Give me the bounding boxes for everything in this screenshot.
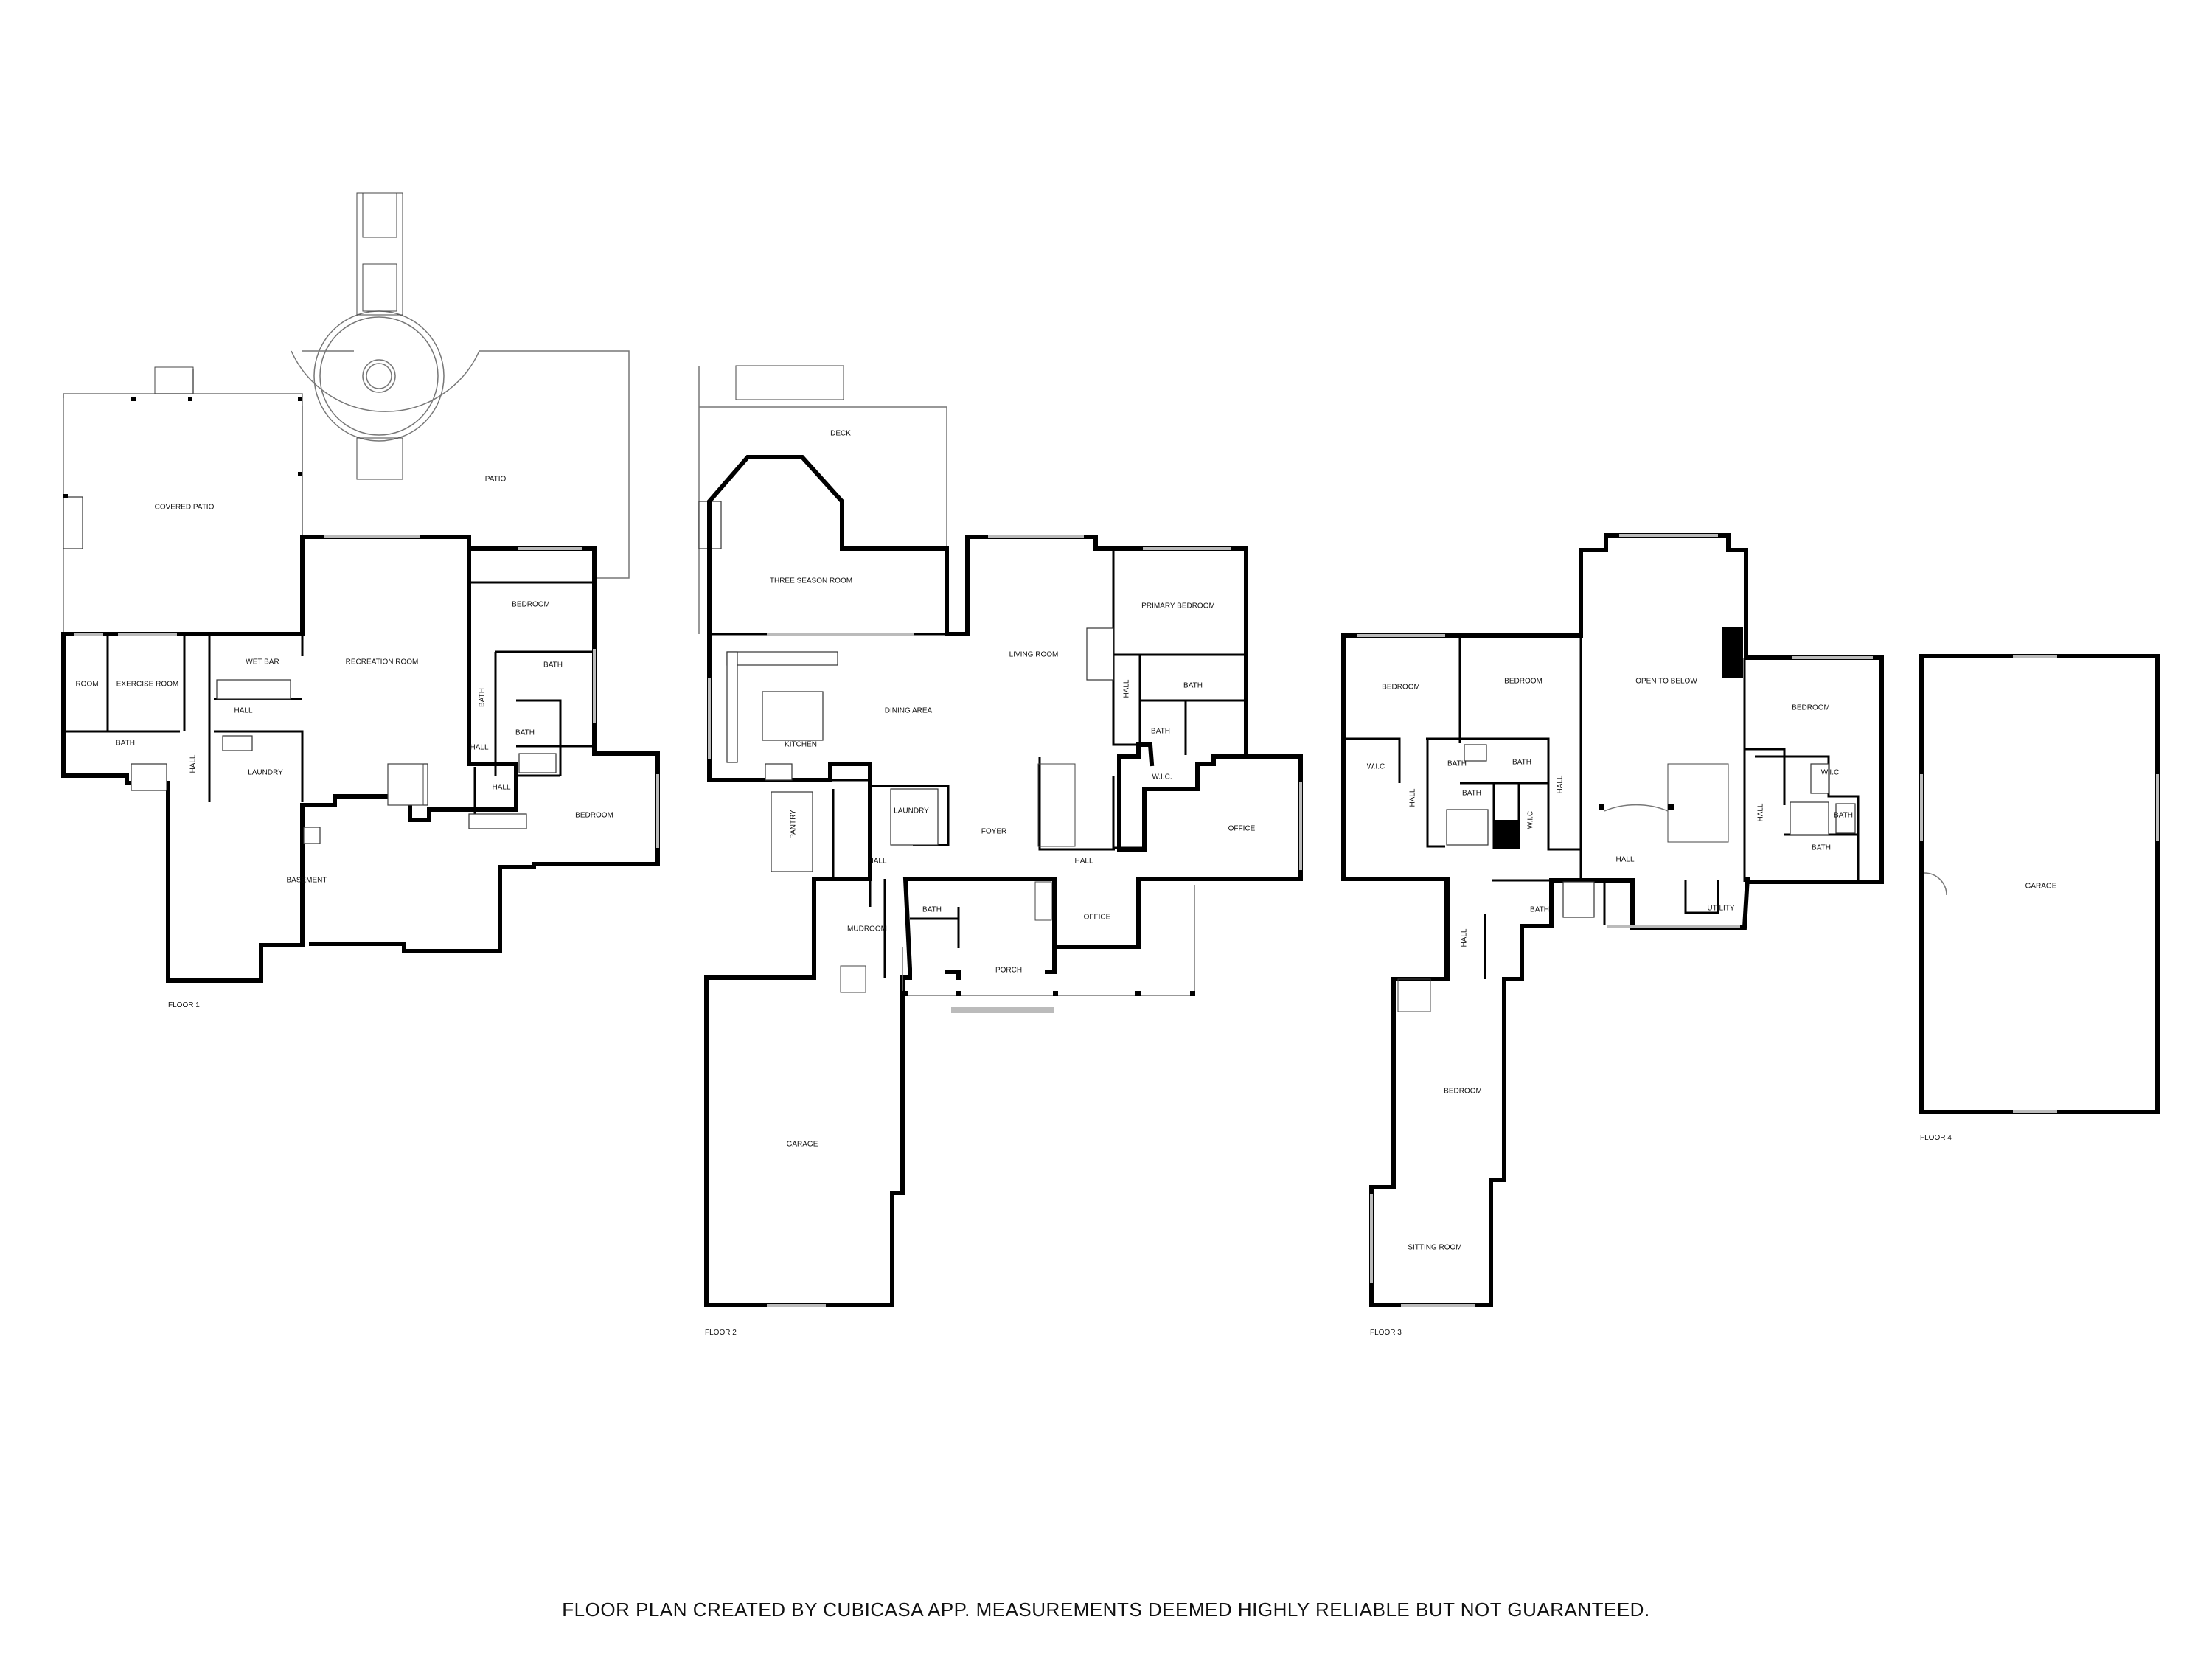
floor-2-plan [698,365,1303,1307]
floor-1-outer-wall [61,535,518,983]
label-bath: BATH [515,729,535,737]
floor-4-plan [1919,654,2160,1114]
label-bath: BATH [479,688,487,707]
label-utility: UTILITY [1707,905,1735,913]
label-wic: W.I.C [1821,769,1839,777]
floor-4-caption: FLOOR 4 [1920,1134,1952,1142]
floor-1-caption: FLOOR 1 [168,1001,200,1009]
label-office: OFFICE [1228,825,1256,833]
label-hall: HALL [868,858,886,866]
label-bath: BATH [1447,760,1467,768]
label-hall: HALL [1123,679,1131,698]
room-labels: COVERED PATIO PATIO BEDROOM ROOM EXERCIS… [75,430,2056,1337]
label-bath: BATH [1183,682,1203,690]
floor-1-plan [61,192,660,983]
label-sitting-room: SITTING ROOM [1408,1244,1461,1252]
label-foyer: FOYER [981,828,1006,836]
label-exercise-room: EXERCISE ROOM [116,681,178,689]
label-bath: BATH [1151,728,1170,736]
porch-posts [902,991,1195,996]
floor-3-plan [1341,533,1884,1307]
floor-3-outer-wall [1341,533,1884,1307]
label-hall: HALL [1461,928,1469,947]
label-bath: BATH [1834,812,1853,820]
label-bedroom: BEDROOM [1444,1088,1482,1096]
label-hall: HALL [1409,788,1417,807]
label-patio: PATIO [485,476,507,484]
north-stair-run [154,192,403,480]
label-basement: BASEMENT [286,877,327,885]
label-kitchen: KITCHEN [785,741,817,749]
label-hall: HALL [470,744,488,752]
label-hall: HALL [1615,856,1634,864]
label-garage: GARAGE [787,1141,818,1149]
label-wic: W.I.C [1527,811,1535,829]
label-bedroom: BEDROOM [1792,704,1830,712]
label-bedroom: BEDROOM [1382,684,1420,692]
label-mudroom: MUDROOM [847,925,887,933]
label-bath: BATH [1530,906,1549,914]
label-primary-bedroom: PRIMARY BEDROOM [1141,602,1215,611]
label-bath: BATH [1512,759,1531,767]
label-bedroom: BEDROOM [1504,678,1543,686]
label-porch: PORCH [995,967,1022,975]
label-bath: BATH [116,740,135,748]
label-bath: BATH [922,906,942,914]
label-living-room: LIVING ROOM [1009,651,1059,659]
label-office: OFFICE [1084,914,1111,922]
label-three-season-room: THREE SEASON ROOM [770,577,852,585]
label-hall: HALL [492,784,510,792]
label-covered-patio: COVERED PATIO [155,504,215,512]
label-wic: W.I.C [1367,763,1385,771]
label-dining-area: DINING AREA [885,707,933,715]
label-bath: BATH [543,661,563,669]
label-hall: HALL [1557,775,1565,793]
gazebo-circle [291,310,480,442]
label-recreation-room: RECREATION ROOM [346,658,419,667]
floor-3-caption: FLOOR 3 [1370,1329,1402,1337]
label-bedroom: BEDROOM [575,812,613,820]
patio-posts [63,397,302,498]
label-bath: BATH [1812,844,1831,852]
label-bath: BATH [1462,790,1481,798]
label-wic: W.I.C. [1152,773,1172,782]
label-hall: HALL [234,707,252,715]
label-laundry: LAUNDRY [894,807,929,815]
label-open-to-below: OPEN TO BELOW [1635,678,1697,686]
label-room: ROOM [75,681,98,689]
label-garage: GARAGE [2025,883,2057,891]
floor-2-caption: FLOOR 2 [705,1329,737,1337]
disclaimer-footer: FLOOR PLAN CREATED BY CUBICASA APP. MEAS… [562,1599,1650,1621]
label-pantry: PANTRY [790,810,798,839]
label-deck: DECK [830,430,851,438]
label-hall: HALL [1757,803,1765,821]
label-laundry: LAUNDRY [248,769,283,777]
label-hall: HALL [1074,858,1093,866]
three-season-room-wall [707,455,949,636]
label-hall: HALL [189,754,198,773]
label-bedroom: BEDROOM [512,601,550,609]
label-wet-bar: WET BAR [246,658,279,667]
